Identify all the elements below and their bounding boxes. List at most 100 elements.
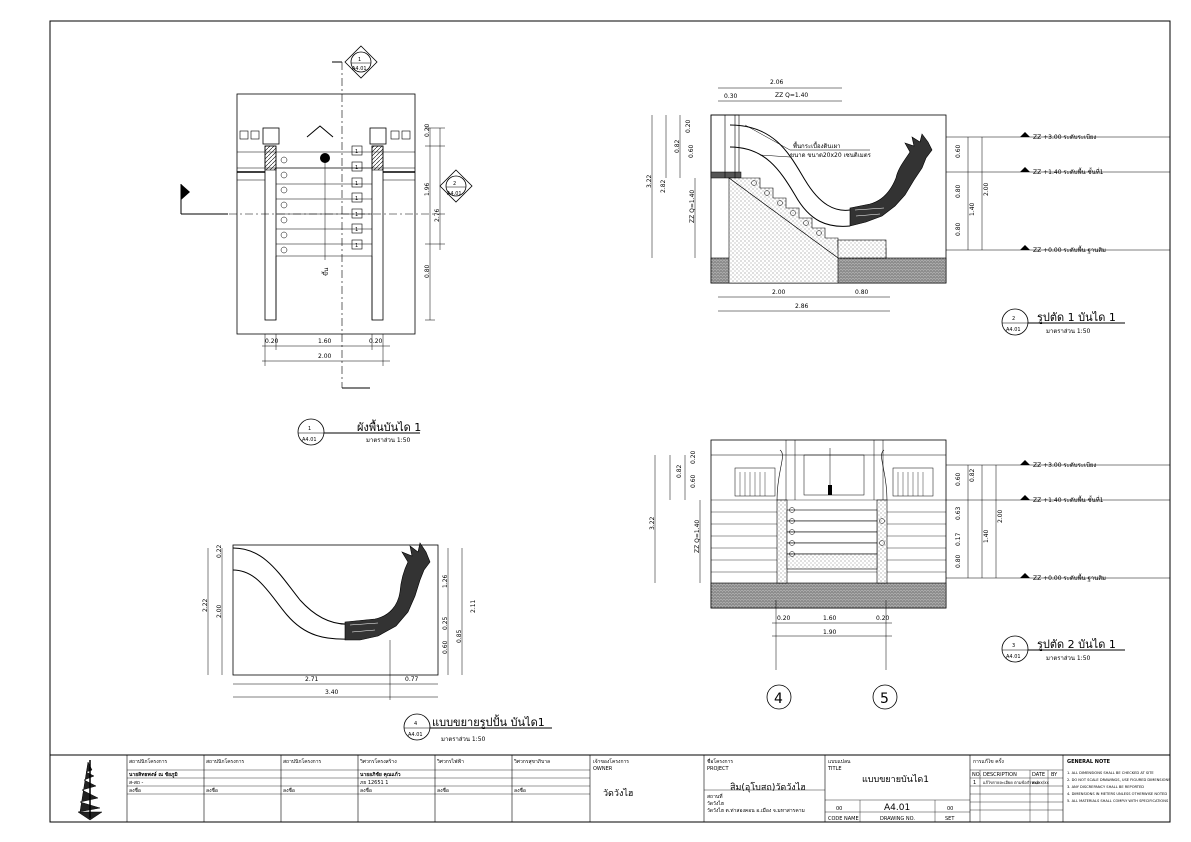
- finish-note-1: พื้นกระเบื้องดินเผา: [793, 140, 841, 150]
- svg-text:0.20: 0.20: [265, 338, 279, 345]
- svg-text:1: 1: [355, 243, 358, 249]
- up-label: ขึ้น: [320, 268, 330, 276]
- svg-text:วิศวกรไฟฟ้า: วิศวกรไฟฟ้า: [437, 758, 464, 765]
- plan-title: ผังพื้นบันได 1: [357, 419, 421, 434]
- svg-text:1. ALL DIMENSIONS SHALL BE CHE: 1. ALL DIMENSIONS SHALL BE CHECKED AT SI…: [1067, 771, 1154, 775]
- svg-text:2.11: 2.11: [470, 599, 477, 613]
- detail-view: 2.22 0.22 2.00 1.26 0.25 0.60 0.85 2.11 …: [202, 542, 552, 743]
- svg-text:วัดวังไฮ: วัดวังไฮ: [707, 800, 724, 807]
- plan-title-block: 1 A4.01 ผังพื้นบันได 1 มาตราส่วน 1:50: [297, 418, 421, 446]
- svg-text:วัดวังไฮ ต.ท่าสองคอน อ.เมือง จ: วัดวังไฮ ต.ท่าสองคอน อ.เมือง จ.มหาสารคาม: [707, 807, 805, 814]
- svg-text:3.40: 3.40: [325, 689, 339, 696]
- svg-text:1: 1: [355, 181, 358, 187]
- serpent-body-bottom: [232, 569, 351, 640]
- svg-text:0.80: 0.80: [955, 184, 962, 198]
- svg-text:4. DIMENSIONS IN METERS UNLESS: 4. DIMENSIONS IN METERS UNLESS OTHERWISE…: [1067, 792, 1167, 796]
- svg-text:4: 4: [414, 721, 417, 727]
- svg-text:แก้ไขรายละเอียด ตามข้อกำหนด: แก้ไขรายละเอียด ตามข้อกำหนด: [983, 780, 1040, 785]
- svg-text:2.00: 2.00: [216, 604, 223, 618]
- sheet-code: A4.01: [884, 803, 910, 813]
- svg-text:ลงชื่อ: ลงชื่อ: [129, 787, 141, 794]
- svg-text:นายอภิชัย คุณแก้ว: นายอภิชัย คุณแก้ว: [360, 771, 401, 778]
- section-2-view: ZZ +3.00 ระดับระเบียง ZZ +1.40 ระดับพื้น…: [649, 439, 1170, 710]
- svg-text:0.20: 0.20: [876, 615, 890, 622]
- svg-text:ส-สถ -: ส-สถ -: [129, 780, 144, 786]
- svg-text:3.22: 3.22: [649, 516, 656, 530]
- svg-text:1: 1: [355, 196, 358, 202]
- svg-text:ลงชื่อ: ลงชื่อ: [437, 787, 449, 794]
- svg-text:ภย 12651 1: ภย 12651 1: [360, 780, 389, 786]
- svg-text:1: 1: [355, 165, 358, 171]
- svg-text:00: 00: [836, 806, 842, 812]
- section-2-scale: มาตราส่วน 1:50: [1046, 655, 1091, 662]
- svg-text:0.80: 0.80: [955, 222, 962, 236]
- svg-text:4: 4: [774, 691, 783, 707]
- svg-text:ลงชื่อ: ลงชื่อ: [514, 787, 526, 794]
- svg-text:2. DO NOT SCALE DRAWINGS, USE: 2. DO NOT SCALE DRAWINGS, USE FIGURED DI…: [1067, 778, 1171, 782]
- detail-frame: [232, 544, 439, 676]
- svg-text:A4.01: A4.01: [352, 66, 367, 72]
- svg-text:0.25: 0.25: [442, 616, 449, 630]
- svg-text:0.60: 0.60: [955, 144, 962, 158]
- svg-text:2.71: 2.71: [305, 676, 319, 683]
- section-2-title-block: 3 A4.01 รูปตัด 2 บันได 1 มาตราส่วน 1:50: [1001, 635, 1125, 663]
- temple-logo: [77, 760, 103, 821]
- svg-text:0.20: 0.20: [690, 450, 697, 464]
- svg-text:0.20: 0.20: [424, 123, 431, 137]
- svg-text:1.96: 1.96: [424, 182, 431, 196]
- title-block: สถาปนิกโครงการ นายสิทธพงษ์ ณ ชัยภูมิ ส-ส…: [49, 754, 1171, 823]
- tag: 1: [355, 149, 358, 155]
- section-1-title: รูปตัด 1 บันได 1: [1037, 311, 1116, 324]
- svg-text:A4.01: A4.01: [408, 732, 423, 738]
- svg-text:SET: SET: [945, 816, 955, 822]
- svg-text:3: 3: [1012, 643, 1015, 649]
- svg-text:ZZ Q=1.40: ZZ Q=1.40: [694, 520, 701, 553]
- right-wall: [371, 145, 384, 321]
- svg-text:NO.: NO.: [972, 772, 981, 778]
- svg-text:0.80: 0.80: [955, 554, 962, 568]
- svg-text:0.82: 0.82: [674, 139, 681, 153]
- svg-text:2: 2: [1012, 316, 1015, 322]
- svg-text:ลงชื่อ: ลงชื่อ: [206, 787, 218, 794]
- serpent-head: [344, 542, 431, 641]
- detail-title-block: 4 A4.01 แบบขยายรูปปั้น บันได1 มาตราส่วน …: [403, 713, 552, 743]
- section-1-scale: มาตราส่วน 1:50: [1046, 328, 1091, 335]
- svg-text:สถานที่: สถานที่: [707, 793, 723, 800]
- svg-text:0.63: 0.63: [955, 506, 962, 520]
- finish-note-2: ขนาด ขนาด20x20 เซนติเมตร: [790, 152, 872, 159]
- svg-text:A4.01: A4.01: [1006, 654, 1021, 660]
- svg-text:2.76: 2.76: [434, 208, 441, 222]
- detail-title: แบบขยายรูปปั้น บันได1: [432, 714, 545, 729]
- svg-text:0.60: 0.60: [690, 474, 697, 488]
- level-top: ZZ +3.00 ระดับระเบียง: [1033, 133, 1096, 141]
- grid-bubble-5: 5: [872, 684, 898, 710]
- section-1-title-block: 2 A4.01 รูปตัด 1 บันได 1 มาตราส่วน 1:50: [1001, 308, 1125, 336]
- svg-text:3. ANY DISCREPANCY SHALL BE RE: 3. ANY DISCREPANCY SHALL BE REPORTED: [1067, 785, 1144, 789]
- sheet-border: [49, 20, 1171, 823]
- level-base: ZZ +0.00 ระดับพื้น ฐานสิม: [1033, 244, 1106, 254]
- svg-text:1: 1: [973, 780, 976, 786]
- detail-scale: มาตราส่วน 1:50: [441, 736, 486, 743]
- svg-text:0.20: 0.20: [369, 338, 383, 345]
- svg-text:2.00: 2.00: [318, 353, 332, 360]
- svg-text:ลงชื่อ: ลงชื่อ: [360, 787, 372, 794]
- svg-text:0.82: 0.82: [676, 464, 683, 478]
- svg-text:ชื่อโครงการ: ชื่อโครงการ: [707, 758, 733, 765]
- owner-name: วัดวังไฮ: [603, 788, 633, 799]
- level-mid: ZZ +1.40 ระดับพื้น ชั้นที่1: [1033, 166, 1104, 176]
- svg-text:นายสิทธพงษ์ ณ ชัยภูมิ: นายสิทธพงษ์ ณ ชัยภูมิ: [129, 771, 178, 779]
- svg-text:1.60: 1.60: [318, 338, 332, 345]
- grid-bubble-4: 4: [766, 684, 792, 710]
- svg-text:1.40: 1.40: [983, 529, 990, 543]
- svg-text:ZZ Q=1.40: ZZ Q=1.40: [775, 92, 808, 99]
- svg-text:ลงชื่อ: ลงชื่อ: [283, 787, 295, 794]
- plan-scale: มาตราส่วน 1:50: [366, 437, 411, 444]
- svg-text:BY: BY: [1051, 772, 1058, 778]
- svg-text:3.22: 3.22: [646, 174, 653, 188]
- svg-text:1.26: 1.26: [442, 574, 449, 588]
- svg-text:1.40: 1.40: [969, 202, 976, 216]
- naga-balustrade-top: [729, 124, 851, 211]
- serpent-body-top: [232, 547, 351, 625]
- svg-text:TITLE: TITLE: [827, 766, 842, 772]
